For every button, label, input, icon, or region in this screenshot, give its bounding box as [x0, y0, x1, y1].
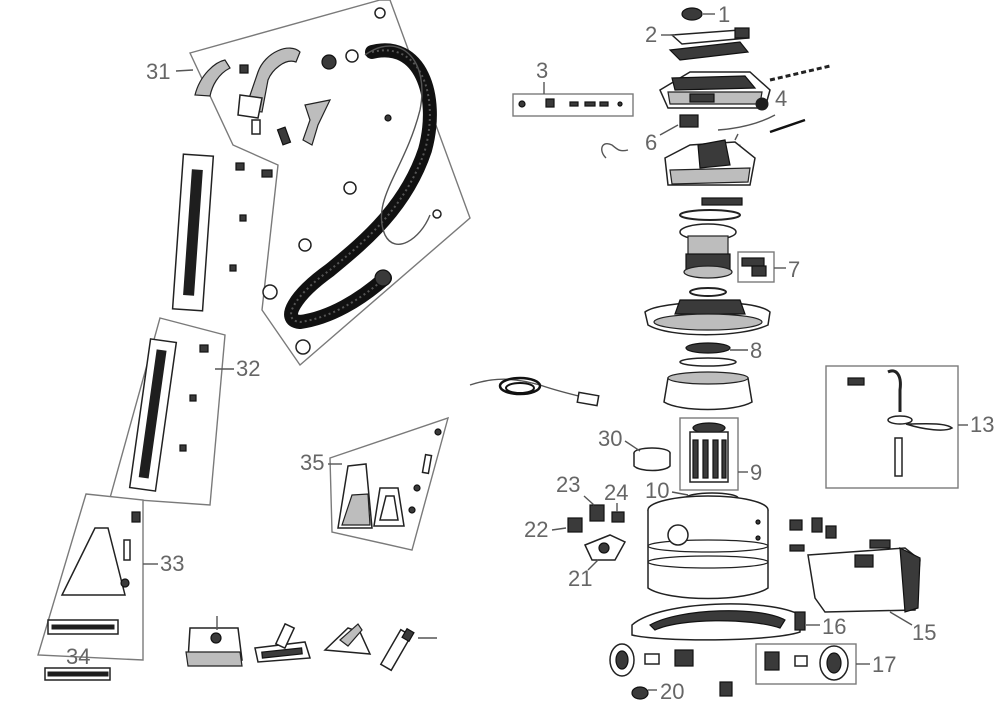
- part-container: [647, 495, 769, 600]
- part-connector: [701, 197, 743, 206]
- part-33-crevice-wide: [323, 623, 372, 655]
- part-gasket-upper: [679, 209, 741, 221]
- part-32-crevice-tool: [379, 627, 437, 672]
- group-28-tube: 32: [109, 317, 260, 506]
- part-1-knob: 1: [681, 2, 730, 27]
- part-filter-cage: [663, 357, 753, 411]
- callout-24: 24: [604, 480, 628, 505]
- part-8-seal: 8: [685, 338, 762, 363]
- callout-28: 32: [236, 356, 260, 381]
- callout-31: 35: [300, 450, 324, 475]
- part-3-kit: 3: [512, 58, 634, 117]
- part-21-bracket: 21: [568, 534, 627, 591]
- callout-9: 9: [750, 460, 762, 485]
- callout-8: 8: [750, 338, 762, 363]
- part-2-handle: 2: [645, 22, 750, 61]
- group-31-nozzles: 35: [300, 416, 450, 551]
- part-head-base: [644, 299, 771, 336]
- part-power-cord: [469, 376, 600, 407]
- part-15-tank: 15: [789, 517, 936, 645]
- part-wire-clip: [601, 143, 629, 159]
- part-34-floor-tool: [254, 622, 311, 663]
- callout-10: 10: [645, 478, 669, 503]
- callout-3: 3: [536, 58, 548, 83]
- part-6-switch: 6: [645, 114, 699, 155]
- part-motor: [679, 223, 737, 279]
- part-wheel-left: [609, 643, 694, 677]
- part-23-latch: 23: [556, 472, 605, 522]
- callout-4: 4: [775, 86, 787, 111]
- group-26-hose-kit: 31: [146, 0, 471, 367]
- callout-22: 22: [524, 517, 548, 542]
- part-25-cylinder: 30: [598, 426, 671, 472]
- callout-7: 7: [788, 257, 800, 282]
- callout-16: 16: [822, 614, 846, 639]
- callout-25: 30: [598, 426, 622, 451]
- callout-1: 1: [718, 2, 730, 27]
- part-13-valve-set: 13: [825, 365, 994, 489]
- callout-13: 13: [970, 412, 994, 437]
- callout-6: 6: [645, 130, 657, 155]
- part-9-filter: 9: [679, 417, 762, 491]
- part-20-caster: 20: [631, 679, 733, 704]
- callout-23: 23: [556, 472, 580, 497]
- part-ring: [689, 287, 727, 297]
- part-motor-housing: [664, 139, 756, 186]
- callout-2: 2: [645, 22, 657, 47]
- part-7-pcb: 7: [737, 251, 800, 283]
- part-35-brush: [185, 616, 243, 667]
- group-tube-upper: [171, 153, 273, 312]
- callout-30: 34: [66, 644, 90, 669]
- part-4-ball: 4: [755, 86, 787, 111]
- part-30-strip: 34: [44, 644, 111, 681]
- part-17-wheel-set: 17: [755, 643, 896, 685]
- callout-15: 15: [912, 620, 936, 645]
- part-22-clip: 22: [524, 517, 583, 542]
- callout-26: 31: [146, 59, 170, 84]
- callout-20: 20: [660, 679, 684, 704]
- callout-29: 33: [160, 551, 184, 576]
- group-29-floor-nozzle: 33: [37, 493, 184, 661]
- part-16-base: 16: [631, 603, 846, 641]
- part-motor-cover: [659, 64, 831, 109]
- part-24-pin: 24: [604, 480, 628, 523]
- callout-17: 17: [872, 652, 896, 677]
